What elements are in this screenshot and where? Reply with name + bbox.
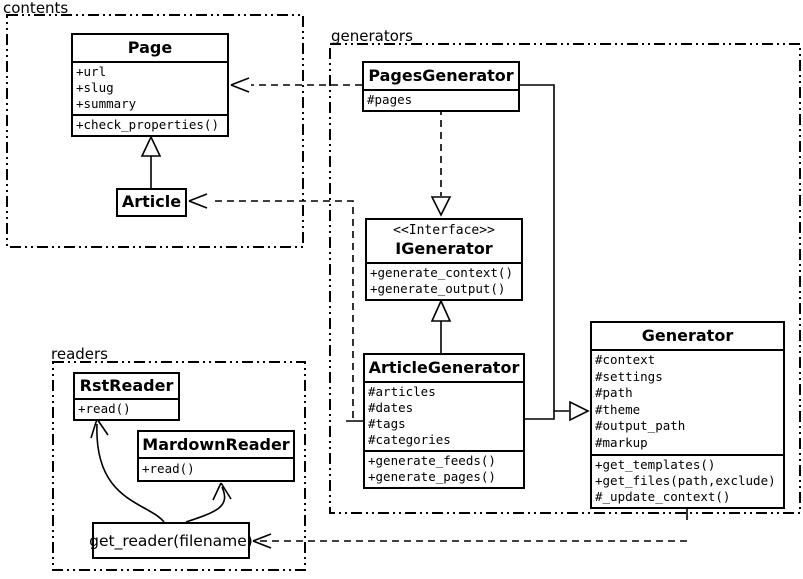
class-rstreader-name: RstReader <box>79 376 174 395</box>
class-articlegenerator-attributes: #articles #dates #tags #categories <box>365 381 523 450</box>
readers-package-label: readers <box>51 345 108 363</box>
edge-getreader-to-markdownreader <box>185 486 226 523</box>
method-generate-context: +generate_context() <box>370 265 513 280</box>
attr-theme: #theme <box>595 401 641 417</box>
readers-package-border <box>52 361 306 571</box>
class-page-name: Page <box>127 38 173 57</box>
class-igenerator-stereotype: <<Interface>> <box>393 223 495 238</box>
class-markdownreader-name: MardownReader <box>142 435 290 454</box>
class-rstreader: RstReader +read() <box>73 372 180 421</box>
inheritance-arrow-igenerator-bottom <box>430 299 452 322</box>
class-pagesgenerator-attributes: #pages <box>364 89 518 110</box>
get-reader-node: get_reader(filename) <box>89 522 253 559</box>
open-arrow-page <box>230 77 250 93</box>
attr-markup: #markup <box>595 434 648 450</box>
class-page-methods: +check_properties() <box>73 114 227 135</box>
class-articlegenerator-methods: +generate_feeds() +generate_pages() <box>365 450 523 487</box>
class-articlegenerator: ArticleGenerator #articles #dates #tags … <box>363 353 525 489</box>
class-igenerator-name: IGenerator <box>395 239 493 258</box>
method-generate-output: +generate_output() <box>370 281 506 296</box>
class-page: Page +url +slug +summary +check_properti… <box>71 33 229 137</box>
attr-url: +url <box>76 64 107 79</box>
method-get-files: +get_files(path,exclude) <box>595 472 776 488</box>
method-read-markdown: +read() <box>142 461 195 476</box>
inheritance-arrow-page <box>140 135 162 157</box>
contents-package-label: contents <box>3 0 69 17</box>
method-get-templates: +get_templates() <box>595 456 716 472</box>
method-read-rst: +read() <box>78 401 131 416</box>
realize-arrow-igenerator-top <box>430 196 452 217</box>
class-article: Article <box>116 188 187 217</box>
attr-categories: #categories <box>368 432 451 447</box>
class-generator-methods: +get_templates() +get_files(path,exclude… <box>592 453 783 507</box>
contents-package-border <box>6 14 304 248</box>
class-igenerator: <<Interface>> IGenerator +generate_conte… <box>365 218 523 301</box>
class-article-name: Article <box>121 192 182 211</box>
get-reader-label: get_reader(filename) <box>89 531 253 550</box>
edge-pagesgenerator-to-generator <box>520 84 569 412</box>
open-arrow-getreader <box>252 533 272 549</box>
method-generate-feeds: +generate_feeds() <box>368 453 496 468</box>
class-markdownreader-methods: +read() <box>139 457 293 480</box>
edge-articlegenerator-to-article <box>210 200 354 418</box>
generators-package-label: generators <box>331 27 413 45</box>
inheritance-arrow-generator <box>569 400 590 422</box>
generators-package-border <box>329 43 801 514</box>
attr-context: #context <box>595 352 656 367</box>
class-page-attributes: +url +slug +summary <box>73 61 227 114</box>
attr-summary: +summary <box>76 96 137 111</box>
open-arrow-rstreader <box>90 418 109 439</box>
attr-dates: #dates <box>368 400 414 415</box>
edge-getreader-to-rstreader <box>96 423 165 523</box>
class-pagesgenerator-name: PagesGenerator <box>368 66 514 85</box>
attr-output-path: #output_path <box>595 418 686 434</box>
class-markdownreader: MardownReader +read() <box>137 430 295 482</box>
class-generator-name: Generator <box>641 326 734 345</box>
class-rstreader-methods: +read() <box>75 398 178 419</box>
method-update-context: #_update_context() <box>595 488 731 504</box>
class-generator: Generator #context #settings #path #them… <box>590 321 785 509</box>
attr-articles: #articles <box>368 384 436 399</box>
class-igenerator-methods: +generate_context() +generate_output() <box>367 262 521 299</box>
attr-slug: +slug <box>76 80 114 95</box>
class-articlegenerator-name: ArticleGenerator <box>368 358 520 377</box>
edge-articlegenerator-to-generator <box>525 411 555 420</box>
attr-tags: #tags <box>368 416 406 431</box>
open-arrow-article <box>188 193 208 209</box>
attr-path: #path <box>595 385 633 401</box>
class-generator-attributes: #context #settings #path #theme #output_… <box>592 349 783 454</box>
method-check-properties: +check_properties() <box>76 117 219 132</box>
class-pagesgenerator: PagesGenerator #pages <box>362 61 520 112</box>
attr-pages: #pages <box>367 92 413 107</box>
attr-settings: #settings <box>595 368 663 384</box>
open-arrow-markdownreader <box>212 482 232 501</box>
method-generate-pages: +generate_pages() <box>368 469 496 484</box>
